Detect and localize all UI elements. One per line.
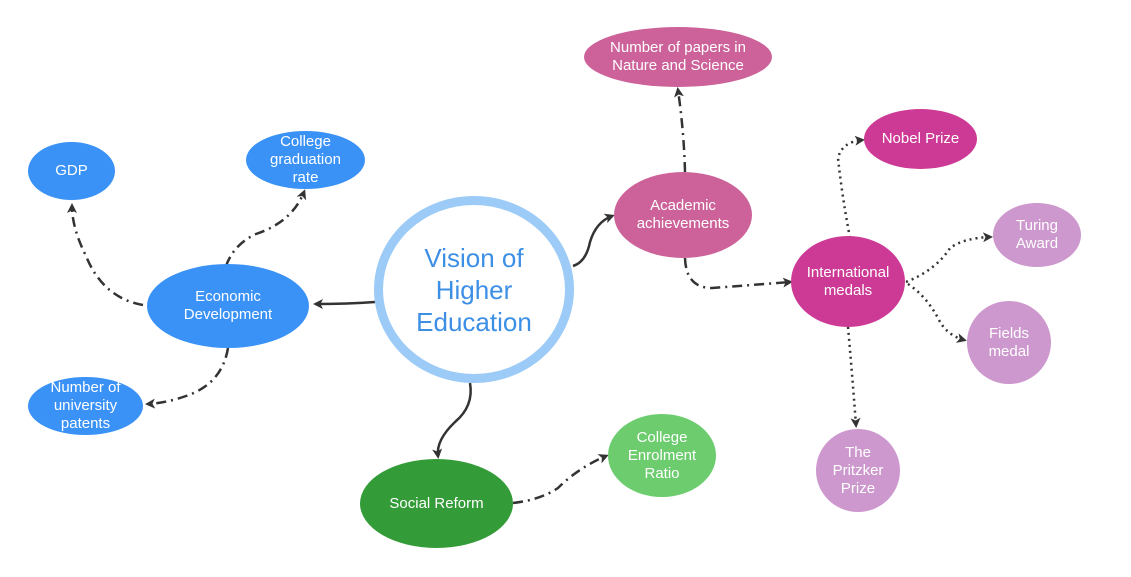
fields-medal-label: Fields medal [988,324,1030,360]
nobel-prize-label: Nobel Prize [881,130,960,147]
connector-economic-to-gdp [67,203,144,307]
connector-academic-to-papers [674,87,687,173]
college-graduation-rate-label: College graduation rate [270,133,341,186]
economic-development-label: Economic Development [183,288,273,323]
node-college-graduation-rate[interactable]: College graduation rate [246,131,365,189]
central-topic[interactable]: Vision of Higher Education [374,196,574,383]
node-pritzker-prize[interactable]: The Pritzker Prize [816,429,900,512]
node-university-patents[interactable]: Number of university patents [28,377,143,435]
node-academic-achievements[interactable]: Academic achievements [614,172,752,258]
connector-medals-to-pritzker [846,326,861,428]
connector-center-to-economic-development [313,298,376,309]
connector-academic-to-medals [683,257,793,290]
papers-nature-science-label: Number of papers in Nature and Science [610,39,746,74]
node-college-enrolment-ratio[interactable]: College Enrolment Ratio [608,414,716,497]
connector-medals-to-fields [907,282,967,343]
node-international-medals[interactable]: International medals [791,236,905,327]
node-turing-award[interactable]: Turing Award [993,203,1081,267]
connector-economic-to-graduation-rate [224,189,307,267]
node-papers-nature-science[interactable]: Number of papers in Nature and Science [584,27,772,87]
central-topic-label: Vision of Higher Education [416,242,532,337]
college-enrolment-ratio-label: College Enrolment Ratio [627,428,697,482]
pritzker-prize-label: The Pritzker Prize [832,443,884,497]
gdp-label: GDP [55,162,88,179]
connector-social-reform-to-enrolment [512,454,609,505]
node-fields-medal[interactable]: Fields medal [967,301,1051,384]
academic-achievements-label: Academic achievements [636,197,730,232]
node-gdp[interactable]: GDP [28,142,115,200]
node-social-reform[interactable]: Social Reform [360,459,513,548]
connector-center-to-academic-achievements [572,213,615,268]
international-medals-label: International medals [806,263,890,299]
connector-medals-to-nobel [836,135,865,239]
node-nobel-prize[interactable]: Nobel Prize [864,109,977,169]
connector-economic-to-patents [145,347,230,409]
social-reform-label: Social Reform [389,494,484,512]
university-patents-label: Number of university patents [50,379,121,432]
connector-medals-to-turing [905,232,993,284]
turing-award-label: Turing Award [1015,217,1059,252]
node-economic-development[interactable]: Economic Development [147,264,309,348]
connector-center-to-social-reform [432,382,472,459]
